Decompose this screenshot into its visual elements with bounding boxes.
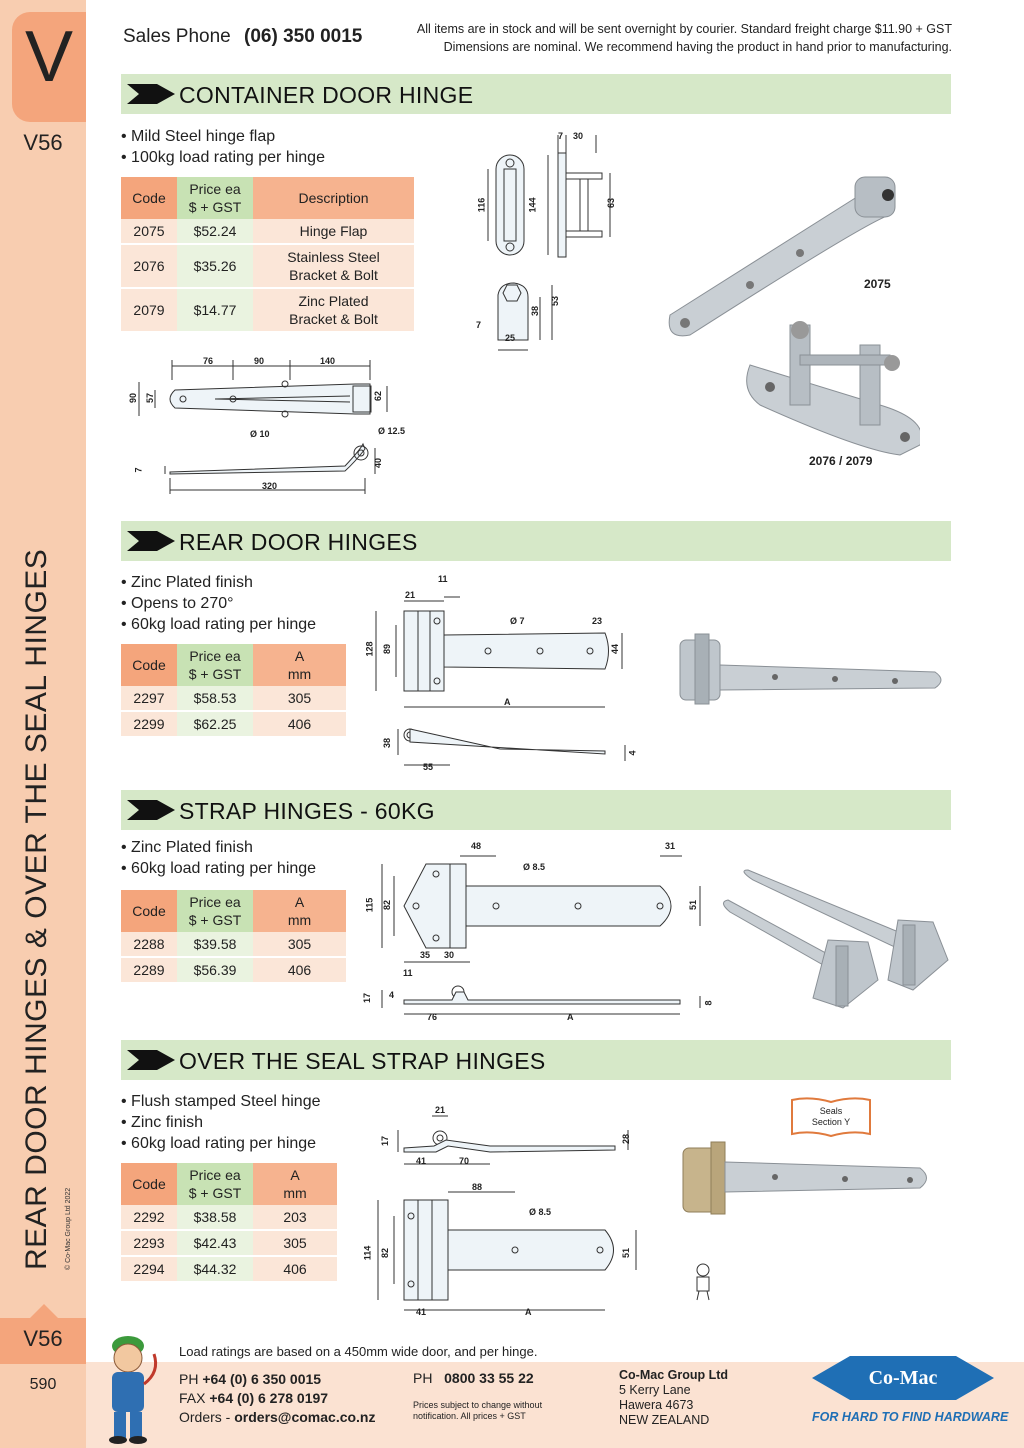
arrow-icon: [127, 1050, 175, 1070]
notice-line-1: All items are in stock and will be sent …: [416, 22, 952, 36]
seals-label: Seals Section Y: [811, 1106, 851, 1127]
page-code-bottom: V56: [23, 1326, 63, 1351]
table-row[interactable]: 2289 $56.39 406: [121, 957, 346, 984]
table-row[interactable]: 2297 $58.53 305: [121, 686, 346, 712]
feature-item: • 100kg load rating per hinge: [121, 149, 325, 166]
company-address: Co-Mac Group Ltd 5 Kerry Lane Hawera 467…: [619, 1368, 729, 1427]
orders-email-link[interactable]: orders@comac.co.nz: [234, 1409, 376, 1425]
over-seal-hinge-drawing: [377, 1115, 637, 1311]
book-icon: [791, 1097, 871, 1138]
over-seal-hinge-photo: [682, 1141, 927, 1215]
bracket-drawing: [487, 135, 611, 351]
arrow-icon: [127, 800, 175, 820]
comac-logo: Co-Mac: [812, 1356, 994, 1400]
feature-list: • Zinc Plated finish • 60kg load rating …: [121, 837, 316, 879]
section-header-rear-door: REAR DOOR HINGES: [121, 521, 951, 561]
table-row[interactable]: 2292 $38.58 203: [121, 1205, 337, 1231]
hinge-photo: [668, 176, 920, 456]
contact-block: PH +64 (0) 6 350 0015 FAX +64 (0) 6 278 …: [179, 1371, 376, 1425]
rear-door-hinge-drawing: [375, 596, 626, 766]
feature-item: • 60kg load rating per hinge: [121, 1135, 317, 1152]
feature-list: • Flush stamped Steel hinge • Zinc finis…: [121, 1091, 321, 1154]
feature-list: • Mild Steel hinge flap • 100kg load rat…: [121, 126, 325, 168]
code-tab-arrow: [30, 1304, 58, 1318]
sales-phone-number[interactable]: (06) 350 0015: [244, 26, 363, 47]
mascot-icon: [109, 1336, 158, 1444]
col-price: Price ea$ + GST: [177, 177, 253, 219]
side-strip: V V56 REAR DOOR HINGES & OVER THE SEAL H…: [0, 0, 86, 1448]
prices-note: Prices subject to change without notific…: [413, 1400, 543, 1421]
code-tab-bottom: [0, 1318, 86, 1364]
sales-phone-label: Sales Phone: [123, 26, 231, 47]
feature-list: • Zinc Plated finish • Opens to 270° • 6…: [121, 572, 316, 635]
rear-door-hinge-photo: [679, 633, 942, 705]
photo-label: 2075: [864, 277, 891, 291]
feature-item: • Flush stamped Steel hinge: [121, 1093, 321, 1110]
section-header-over-seal: OVER THE SEAL STRAP HINGES: [121, 1040, 951, 1080]
phone-number[interactable]: +64 (0) 6 350 0015: [202, 1371, 322, 1387]
svg-text:Co-Mac: Co-Mac: [869, 1367, 938, 1389]
sales-phone: Sales Phone (06) 350 0015: [123, 26, 362, 48]
price-table: Code Price ea$ + GST Description 2075 $5…: [121, 177, 414, 333]
vertical-page-title: REAR DOOR HINGES & OVER THE SEAL HINGES: [20, 548, 53, 1270]
hinge-flap-drawing: [138, 360, 388, 494]
page-code-top: V56: [23, 130, 63, 155]
section-title: OVER THE SEAL STRAP HINGES: [179, 1048, 546, 1074]
section-title: CONTAINER DOOR HINGE: [179, 82, 474, 108]
fax-number: +64 (0) 6 278 0197: [209, 1390, 329, 1406]
load-rating-note: Load ratings are based on a 450mm wide d…: [179, 1344, 538, 1359]
feature-item: • 60kg load rating per hinge: [121, 860, 317, 877]
copyright-note: © Co-Mac Group Ltd 2022: [65, 1187, 72, 1270]
section-title: REAR DOOR HINGES: [179, 529, 418, 555]
col-description: Description: [253, 177, 414, 219]
feature-item: • 60kg load rating per hinge: [121, 616, 317, 633]
table-row[interactable]: 2294 $44.32 406: [121, 1256, 337, 1283]
notice-line-2: Dimensions are nominal. We recommend hav…: [443, 40, 952, 54]
section-title: STRAP HINGES - 60KG: [179, 798, 435, 824]
section-header-container-door: CONTAINER DOOR HINGE: [121, 74, 951, 114]
strap-hinge-drawing: [381, 855, 701, 1015]
table-row[interactable]: 2075 $52.24 Hinge Flap: [121, 219, 414, 245]
strap-hinge-photo: [723, 869, 949, 1009]
logo-tagline: FOR HARD TO FIND HARDWARE: [812, 1410, 1009, 1424]
feature-item: • Zinc finish: [121, 1114, 204, 1131]
table-row[interactable]: 2288 $39.58 305: [121, 932, 346, 958]
photo-label: 2076 / 2079: [809, 454, 873, 468]
col-code: Code: [121, 177, 177, 219]
section-letter: V: [24, 17, 74, 97]
feature-item: • Zinc Plated finish: [121, 574, 253, 591]
freephone: PH 0800 33 55 22: [413, 1370, 534, 1386]
table-row[interactable]: 2299 $62.25 406: [121, 711, 346, 738]
section-header-strap-hinges: STRAP HINGES - 60KG: [121, 790, 951, 830]
feature-item: • Opens to 270°: [121, 595, 234, 612]
page-number: 590: [29, 1376, 57, 1393]
arrow-icon: [127, 531, 175, 551]
freephone-number[interactable]: 0800 33 55 22: [444, 1370, 534, 1386]
feature-item: • Zinc Plated finish: [121, 839, 253, 856]
stock-notice: All items are in stock and will be sent …: [352, 20, 952, 56]
feature-item: • Mild Steel hinge flap: [121, 128, 276, 145]
mascot-small-icon: [696, 1263, 710, 1301]
section-tab: V: [12, 12, 86, 122]
arrow-icon: [127, 84, 175, 104]
table-row[interactable]: 2293 $42.43 305: [121, 1230, 337, 1257]
